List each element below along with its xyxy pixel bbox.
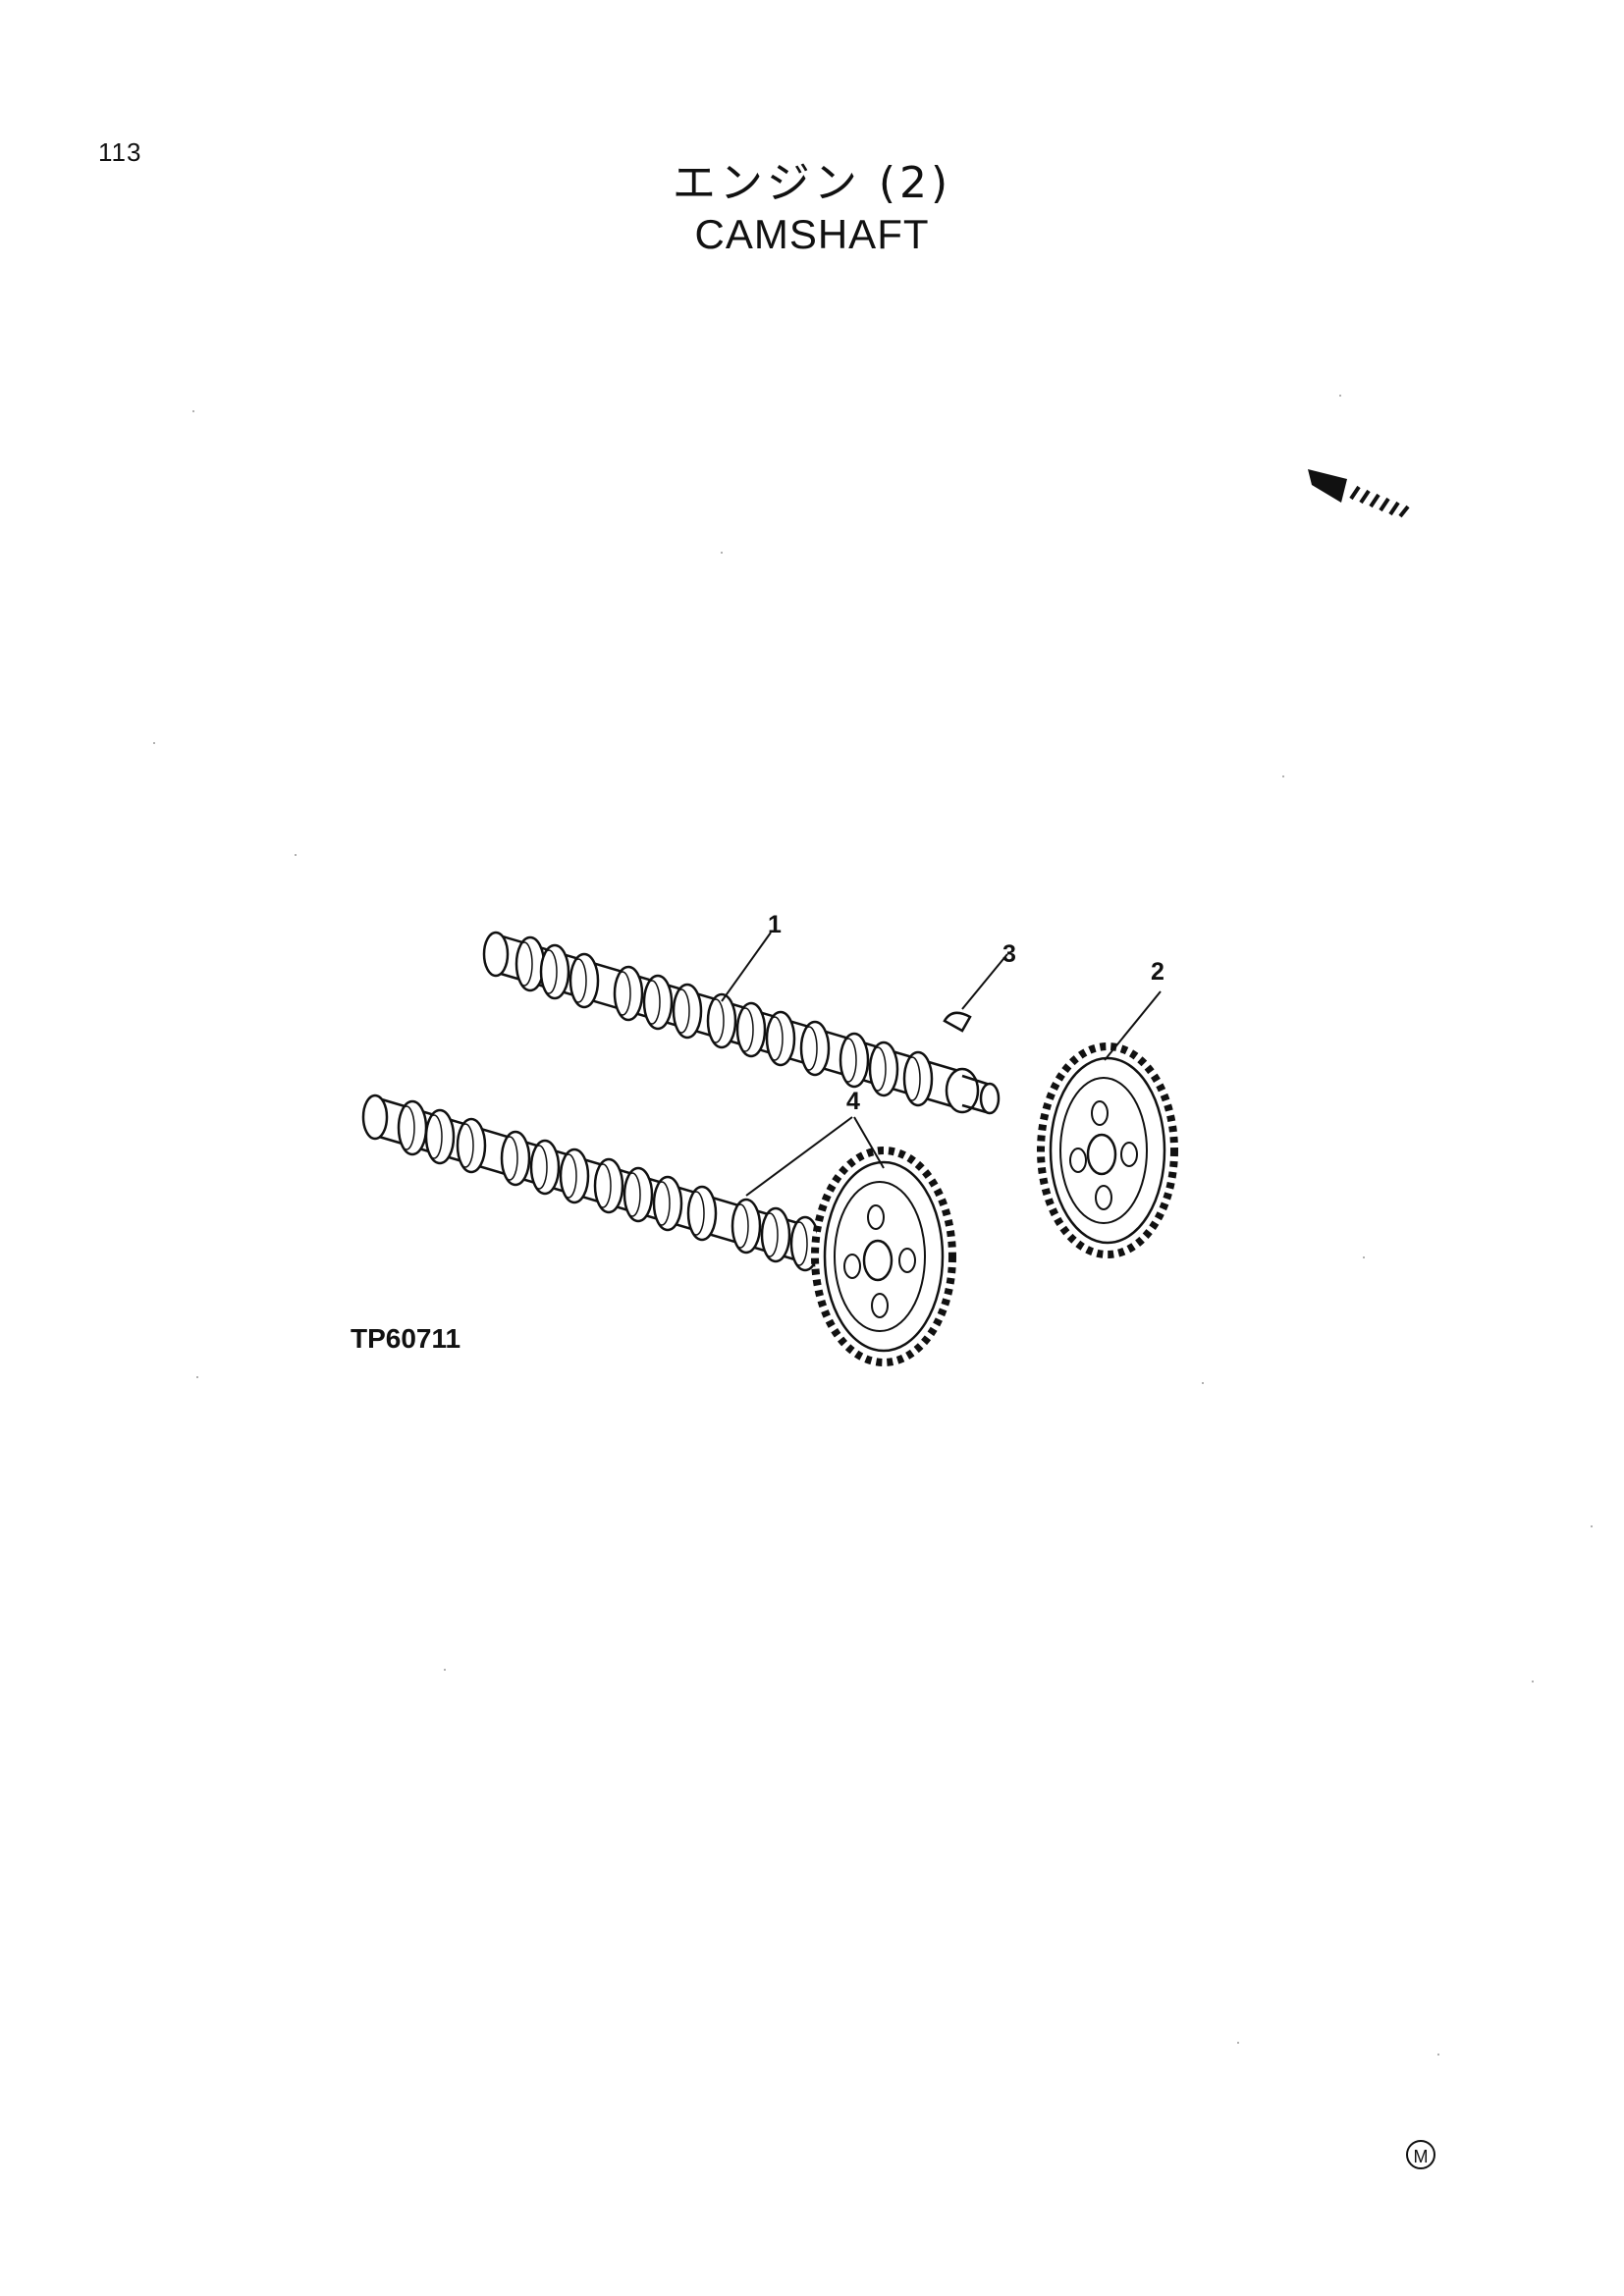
- page-number: 113: [98, 137, 142, 167]
- title-block: エンジン (2) CAMSHAFT: [0, 157, 1624, 259]
- page-title: CAMSHAFT: [694, 211, 930, 257]
- scan-speck: [721, 552, 723, 554]
- woodruff-key: [943, 1011, 972, 1033]
- figure-code: TP60711: [351, 1323, 461, 1354]
- page-title-japanese: エンジン (2): [672, 158, 952, 208]
- leader-line-4a: [745, 1116, 853, 1197]
- camshaft-assembly-lower: [361, 1094, 956, 1366]
- scan-speck: [1282, 775, 1284, 777]
- scan-speck: [295, 854, 297, 856]
- scan-speck: [1363, 1256, 1365, 1258]
- scan-speck: [1591, 1525, 1593, 1527]
- leader-line-2: [1104, 990, 1162, 1061]
- scan-speck: [1202, 1382, 1204, 1384]
- cam-gear: [1037, 1042, 1178, 1258]
- circled-m-icon: M: [1406, 2140, 1435, 2169]
- leader-line-4b: [853, 1116, 885, 1169]
- scan-speck: [444, 1669, 446, 1671]
- scan-speck: [1437, 2054, 1439, 2056]
- scan-speck: [153, 742, 155, 744]
- callout-2: 2: [1151, 958, 1164, 986]
- callout-4: 4: [846, 1088, 860, 1115]
- camshaft-upper: [482, 931, 1001, 1115]
- scan-speck: [196, 1376, 198, 1378]
- scan-speck: [1339, 395, 1341, 397]
- camshaft-illustration: [361, 931, 1178, 1366]
- callout-3: 3: [1002, 940, 1016, 968]
- leader-line-3: [961, 953, 1008, 1010]
- scan-speck: [192, 410, 194, 412]
- leader-line-1: [721, 932, 772, 1002]
- scan-speck: [1532, 1681, 1534, 1682]
- scan-speck: [1237, 2042, 1239, 2044]
- callout-1: 1: [768, 911, 782, 938]
- front-direction-arrow-icon: [1308, 469, 1410, 518]
